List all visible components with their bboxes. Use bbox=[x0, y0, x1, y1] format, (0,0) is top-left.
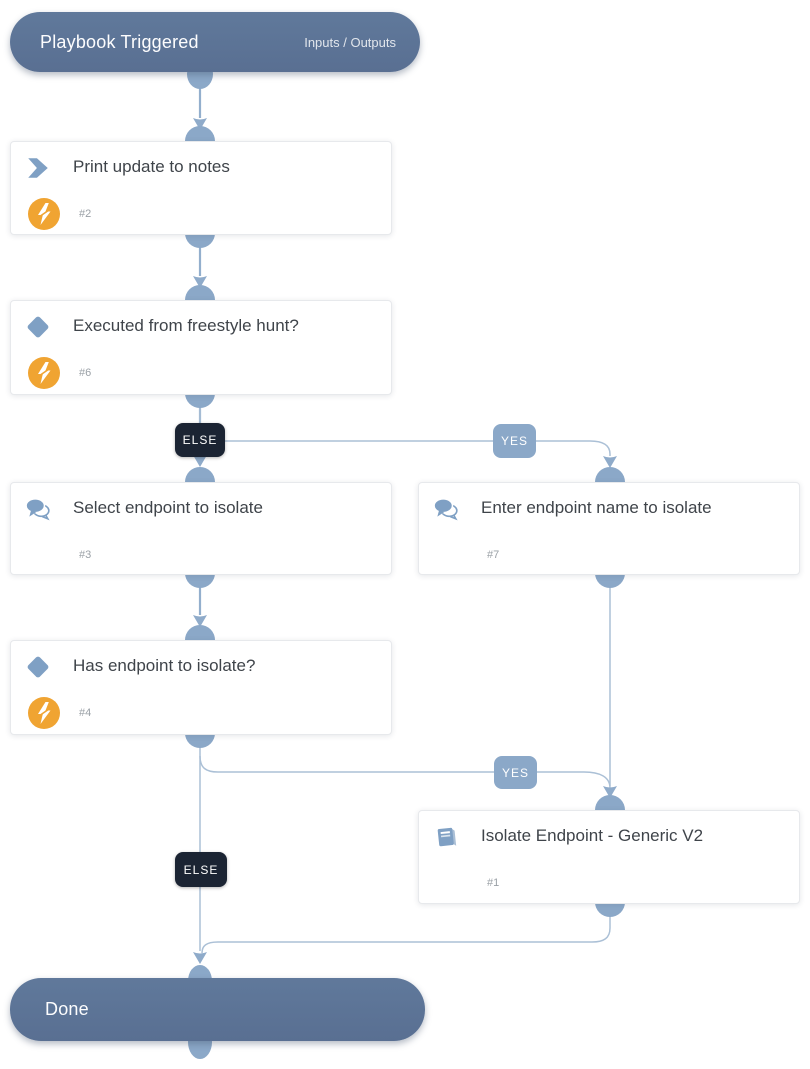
task-id: #7 bbox=[487, 549, 500, 561]
task-title: Has endpoint to isolate? bbox=[73, 656, 256, 675]
task-isolate-endpoint-generic-v2[interactable]: Isolate Endpoint - Generic V2 #1 bbox=[418, 810, 800, 904]
branch-label-text: YES bbox=[500, 434, 528, 448]
task-enter-endpoint-name-to-isolate[interactable]: Enter endpoint name to isolate #7 bbox=[418, 482, 800, 575]
task-id: #4 bbox=[79, 707, 92, 719]
task-title: Print update to notes bbox=[73, 157, 230, 176]
start-node-title: Playbook Triggered bbox=[40, 31, 199, 52]
arrowhead bbox=[193, 118, 207, 130]
task-id: #3 bbox=[79, 549, 92, 561]
automation-chevron-icon bbox=[25, 155, 51, 181]
branch-label-text: YES bbox=[501, 765, 529, 780]
branch-label-yes[interactable]: YES bbox=[494, 756, 537, 789]
branch-label-yes[interactable]: YES bbox=[493, 424, 536, 458]
arrowhead bbox=[603, 456, 617, 468]
end-node-title: Done bbox=[45, 999, 89, 1019]
arrowhead bbox=[193, 276, 207, 288]
node-done[interactable]: Done bbox=[10, 978, 425, 1041]
condition-diamond-icon bbox=[25, 314, 51, 340]
branch-label-text: ELSE bbox=[182, 433, 218, 447]
task-select-endpoint-to-isolate[interactable]: Select endpoint to isolate #3 bbox=[10, 482, 392, 575]
automated-lightning-badge bbox=[27, 197, 61, 231]
task-title: Isolate Endpoint - Generic V2 bbox=[481, 826, 704, 845]
automated-lightning-badge bbox=[27, 356, 61, 390]
task-has-endpoint-to-isolate[interactable]: Has endpoint to isolate? #4 bbox=[10, 640, 392, 735]
task-title: Executed from freestyle hunt? bbox=[73, 316, 299, 335]
task-id: #6 bbox=[79, 367, 92, 379]
branch-label-else[interactable]: ELSE bbox=[175, 852, 227, 887]
task-title: Enter endpoint name to isolate bbox=[481, 498, 712, 517]
node-playbook-triggered[interactable]: Playbook Triggered Inputs / Outputs bbox=[10, 12, 420, 72]
branch-label-else[interactable]: ELSE bbox=[175, 423, 225, 457]
playbook-book-icon bbox=[433, 824, 459, 850]
edge-4-yes-to-1 bbox=[199, 755, 611, 789]
arrowhead bbox=[193, 615, 207, 627]
task-print-update-to-notes[interactable]: Print update to notes #2 bbox=[10, 141, 392, 235]
arrowhead bbox=[193, 455, 207, 467]
arrowhead bbox=[193, 952, 207, 964]
task-id: #1 bbox=[487, 877, 500, 889]
task-id: #2 bbox=[79, 208, 92, 220]
condition-diamond-icon bbox=[25, 654, 51, 680]
task-executed-from-freestyle-hunt[interactable]: Executed from freestyle hunt? #6 bbox=[10, 300, 392, 395]
branch-label-text: ELSE bbox=[183, 862, 219, 877]
edge-6-yes-to-7 bbox=[199, 406, 611, 456]
chat-bubbles-icon bbox=[433, 496, 459, 522]
edge-1-to-done bbox=[201, 915, 611, 954]
automated-lightning-badge bbox=[27, 696, 61, 730]
arrowhead bbox=[603, 786, 617, 798]
inputs-outputs-link[interactable]: Inputs / Outputs bbox=[304, 34, 396, 50]
task-title: Select endpoint to isolate bbox=[73, 498, 263, 517]
chat-bubbles-icon bbox=[25, 496, 51, 522]
